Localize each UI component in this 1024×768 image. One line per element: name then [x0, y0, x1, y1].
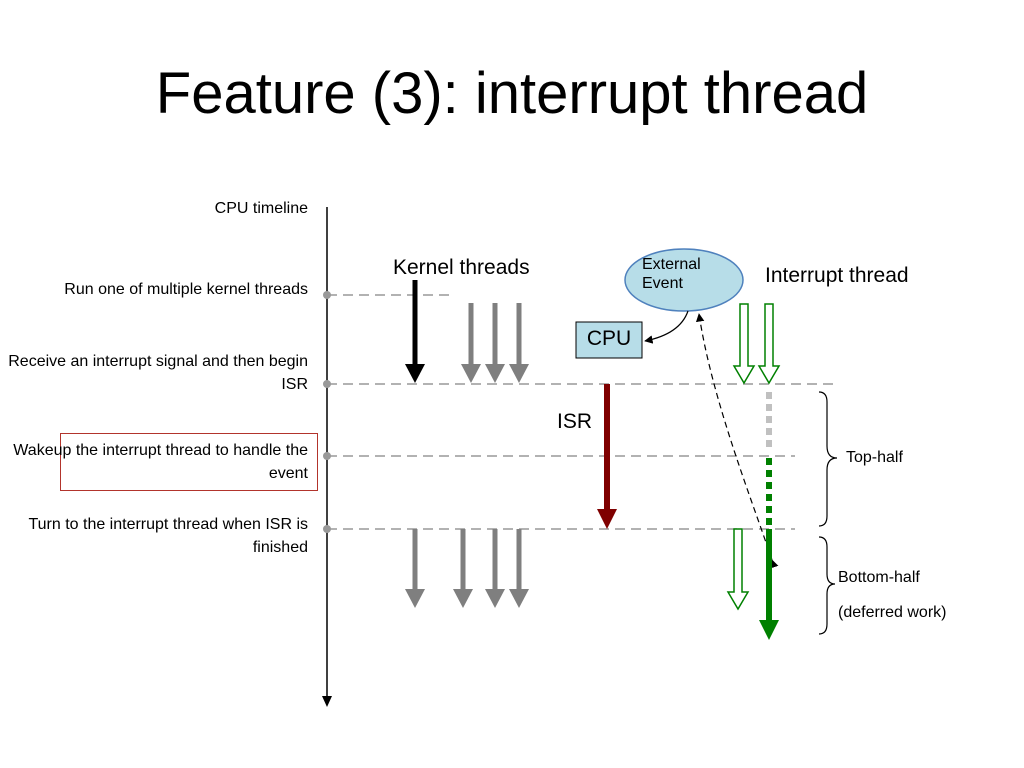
kernel-threads-waiting-bottom: [405, 529, 529, 608]
timeline-dot-4: [323, 525, 331, 533]
step-highlight-box: [60, 433, 318, 491]
step-label-3: Wakeup the interrupt thread to handle th…: [13, 442, 308, 482]
isr-arrow: [597, 384, 617, 529]
hollow-arrow: [726, 528, 750, 611]
step-label-1: Run one of multiple kernel threads: [64, 281, 308, 298]
bottom-half-brace: [818, 536, 836, 635]
timeline-dot-1: [323, 291, 331, 299]
external-event-label: External Event: [642, 256, 701, 292]
isr-label: ISR: [557, 410, 593, 433]
timeline-dots: [323, 291, 331, 533]
top-half-brace: [818, 391, 838, 527]
slide-title: Feature (3): interrupt thread: [155, 61, 869, 126]
timeline-dot-2: [323, 380, 331, 388]
wakeup-dashed-arrow: [695, 313, 779, 569]
hollow-arrow: [757, 303, 781, 385]
bottom-half-label: Bottom-half: [838, 569, 920, 586]
event-to-cpu-arrow: [644, 310, 689, 344]
interrupt-thread-label: Interrupt thread: [765, 264, 909, 287]
cpu-box: [575, 321, 643, 359]
step-label-2: Receive an interrupt signal and then beg…: [8, 353, 308, 393]
kernel-threads-label: Kernel threads: [393, 256, 530, 279]
deferred-work-label: (deferred work): [838, 604, 947, 621]
timeline-header: CPU timeline: [214, 200, 308, 217]
kernel-threads-waiting-top: [461, 303, 529, 383]
hollow-arrow: [732, 303, 756, 385]
external-event-ellipse: [624, 248, 744, 312]
kernel-thread-active-arrow: [405, 280, 425, 383]
interrupt-thread-idle-arrows: [726, 303, 781, 611]
interrupt-thread-bottom-half-arrow: [759, 529, 779, 640]
top-half-label: Top-half: [846, 449, 903, 466]
cpu-label: CPU: [586, 327, 632, 350]
timeline-dot-3: [323, 452, 331, 460]
step-label-4: Turn to the interrupt thread when ISR is…: [28, 516, 308, 556]
